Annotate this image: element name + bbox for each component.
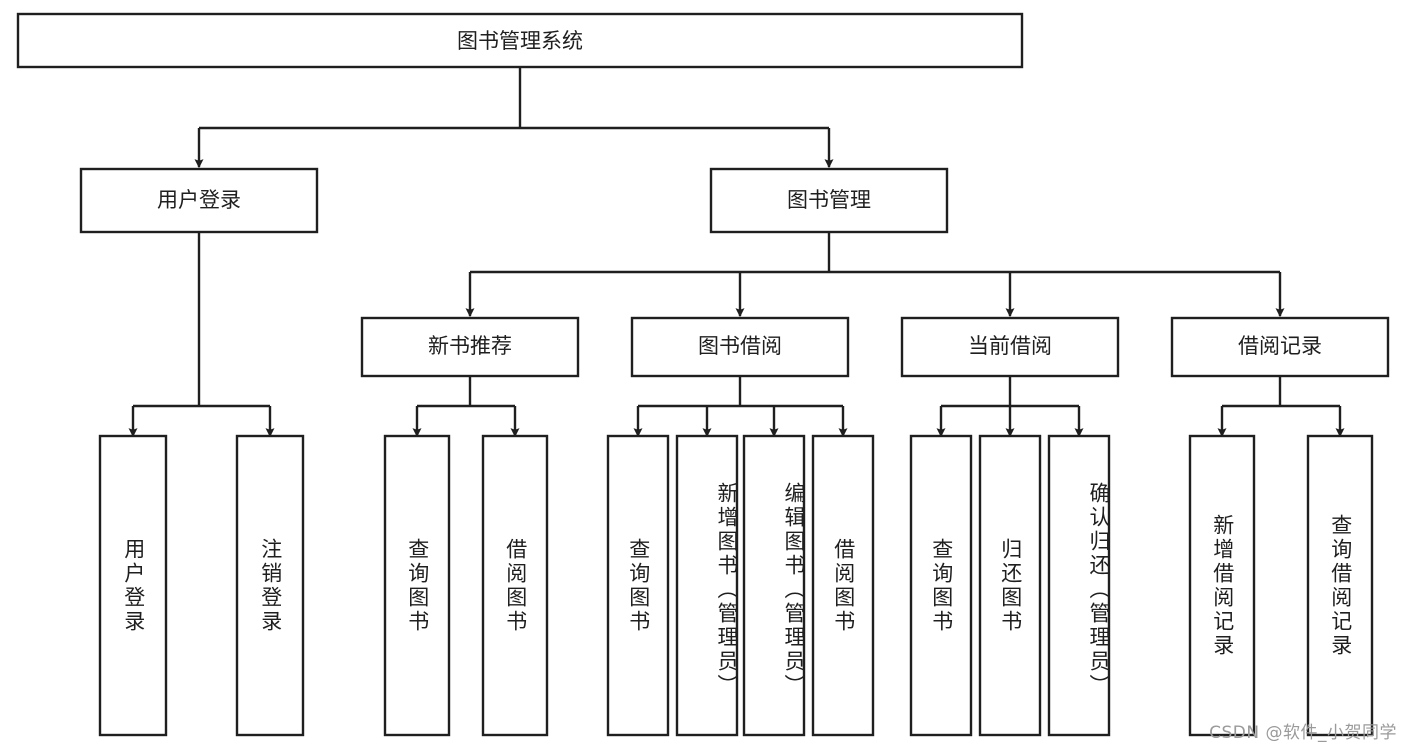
node-root-box[interactable] [16, 12, 1024, 69]
leaf-box-current-borrow-2[interactable] [978, 434, 1042, 737]
leaf-box-book-borrow-3[interactable] [742, 434, 806, 737]
node-user-login-label: 用户登录 [157, 188, 241, 212]
node-borrow-record[interactable]: 借阅记录 [1170, 316, 1390, 378]
leaf-box-new-book-1[interactable] [383, 434, 451, 737]
leaf-box-borrow-record-1[interactable] [1188, 434, 1256, 737]
leaf-box-current-borrow-1[interactable] [909, 434, 973, 737]
leaf-box-user-login-1[interactable] [98, 434, 168, 737]
connector-group-current-borrow [936, 376, 1084, 438]
node-book-borrow-box[interactable] [630, 316, 850, 378]
node-user-login[interactable]: 用户登录 [79, 167, 319, 234]
node-borrow-record-label: 借阅记录 [1238, 334, 1322, 358]
csdn-watermark: CSDN @软件_小贺同学 [1209, 723, 1397, 743]
leaf-box-user-login-2[interactable] [235, 434, 305, 737]
leaf-box-book-borrow-4[interactable] [811, 434, 875, 737]
node-new-book-recommend[interactable]: 新书推荐 [360, 316, 580, 378]
node-root-label: 图书管理系统 [457, 29, 583, 53]
connector-group-new-book-recommend [412, 376, 520, 438]
node-book-manage-box[interactable] [709, 167, 949, 234]
leaf-boxes-user-login [98, 434, 305, 737]
node-new-book-recommend-label: 新书推荐 [428, 334, 512, 358]
connector-group-borrow-record [1217, 376, 1345, 438]
node-book-borrow[interactable]: 图书借阅 [630, 316, 850, 378]
leaf-box-book-borrow-1[interactable] [606, 434, 670, 737]
leaf-boxes-current-borrow [909, 434, 1111, 737]
node-new-book-recommend-box[interactable] [360, 316, 580, 378]
node-book-manage-label: 图书管理 [787, 188, 871, 212]
connector-group-user-login [128, 232, 275, 438]
node-current-borrow[interactable]: 当前借阅 [900, 316, 1120, 378]
leaf-boxes-book-borrow [606, 434, 875, 737]
node-current-borrow-label: 当前借阅 [968, 334, 1052, 358]
node-current-borrow-box[interactable] [900, 316, 1120, 378]
node-root[interactable]: 图书管理系统 [16, 12, 1024, 69]
leaf-box-new-book-2[interactable] [481, 434, 549, 737]
leaf-boxes-new-book-recommend [383, 434, 549, 737]
leaf-box-book-borrow-2[interactable] [675, 434, 739, 737]
connector-group-book-borrow [633, 376, 848, 438]
connector-group-book-manage [465, 232, 1285, 318]
leaf-box-current-borrow-3[interactable] [1047, 434, 1111, 737]
node-user-login-box[interactable] [79, 167, 319, 234]
node-borrow-record-box[interactable] [1170, 316, 1390, 378]
leaf-box-borrow-record-2[interactable] [1306, 434, 1374, 737]
node-book-borrow-label: 图书借阅 [698, 334, 782, 358]
connector-group-root [194, 67, 834, 169]
node-book-manage[interactable]: 图书管理 [709, 167, 949, 234]
leaf-boxes-borrow-record [1188, 434, 1374, 737]
